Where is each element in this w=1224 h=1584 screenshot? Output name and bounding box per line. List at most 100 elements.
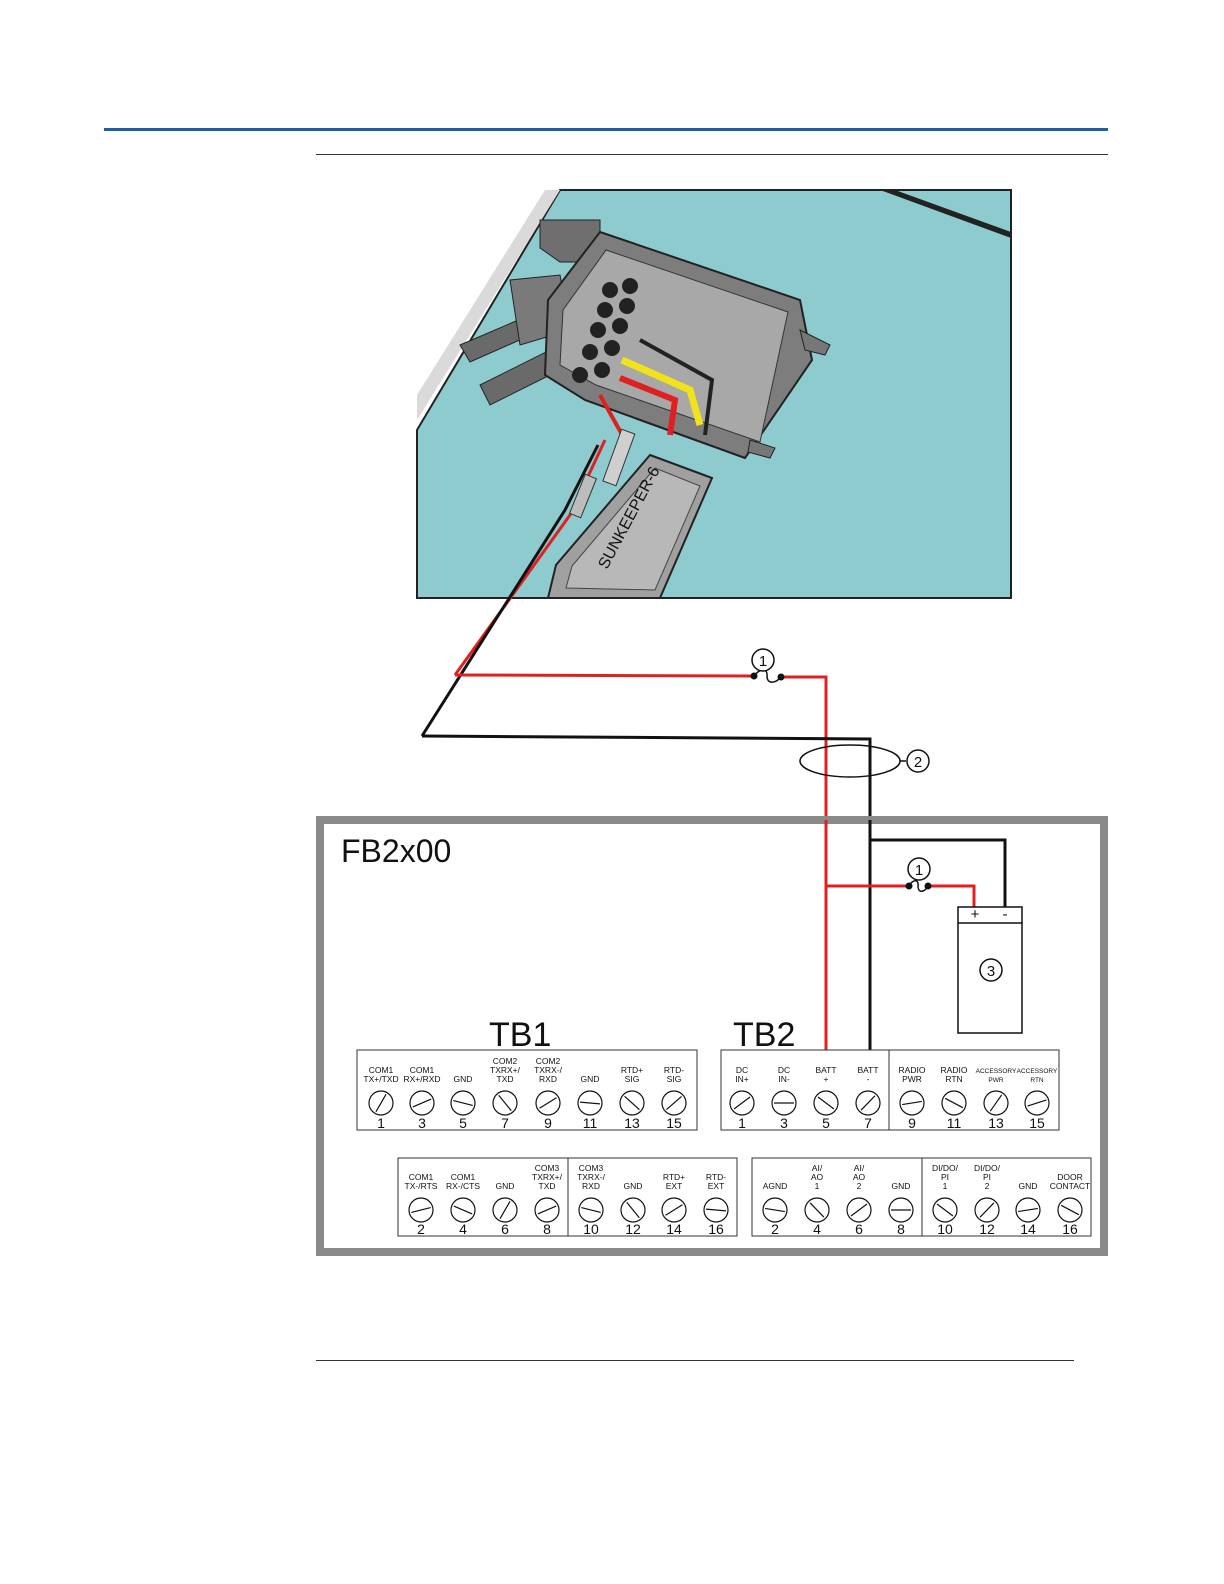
terminal-screw-slot xyxy=(902,1100,922,1106)
terminal-label-line: PWR xyxy=(902,1074,922,1084)
terminal-screw-slot xyxy=(666,1095,682,1111)
terminal-label-line: COM3 xyxy=(579,1163,604,1173)
terminal-label-line: PI xyxy=(983,1172,991,1182)
terminal-label-line: DOOR xyxy=(1057,1172,1083,1182)
terminal-blocks: COM1TX+/TXD1COM1RX+/RXD3GND5COM2TXRX+/TX… xyxy=(363,1056,1090,1237)
terminal-screw-slot xyxy=(411,1206,431,1214)
terminal-number: 2 xyxy=(771,1221,779,1237)
terminal-label-line: 1 xyxy=(815,1181,820,1191)
terminal-number: 10 xyxy=(583,1221,599,1237)
terminal-label-line: RXD xyxy=(582,1181,600,1191)
terminal-screw-slot xyxy=(499,1201,511,1219)
terminal-label-line: IN- xyxy=(778,1074,790,1084)
terminal-number: 9 xyxy=(908,1115,916,1131)
tb1-title: TB1 xyxy=(489,1016,551,1054)
fb2x00-enclosure: FB2x00 xyxy=(316,816,1108,1256)
terminal-number: 13 xyxy=(624,1115,640,1131)
terminal-label-line: BATT xyxy=(857,1065,878,1075)
terminal-label-line: CONTACT xyxy=(1050,1181,1090,1191)
terminal-label-line: PWR xyxy=(988,1077,1003,1084)
terminal-label-line: RTN xyxy=(945,1074,962,1084)
terminal-screw-slot xyxy=(665,1204,683,1216)
battery: + - 3 xyxy=(957,906,1023,1034)
terminal-label-line: DI/DO/ xyxy=(932,1163,959,1173)
tb2-title: TB2 xyxy=(733,1016,795,1054)
terminal-label-line: DC xyxy=(736,1065,748,1075)
terminal-number: 9 xyxy=(544,1115,552,1131)
terminal-block-array xyxy=(572,278,638,383)
terminal-label-line: TXD xyxy=(539,1181,556,1191)
terminal-tb2-upper-13: ACCESSORY PWR 13 xyxy=(976,1068,1017,1131)
terminal-screw-slot xyxy=(626,1201,640,1219)
fuse-top: 1 xyxy=(750,648,785,683)
terminal-number: 13 xyxy=(988,1115,1004,1131)
terminal-number: 15 xyxy=(1029,1115,1045,1131)
terminal-screw-slot xyxy=(817,1096,835,1110)
terminal-label-line: 2 xyxy=(985,1181,990,1191)
terminal-label-line: ACCESSORY xyxy=(976,1068,1017,1075)
terminal-label-line: TXD xyxy=(497,1074,514,1084)
footer-rule xyxy=(316,1360,1074,1361)
terminal-screw-slot xyxy=(936,1203,954,1217)
terminal-number: 12 xyxy=(625,1221,641,1237)
terminal-number: 10 xyxy=(937,1221,953,1237)
terminal-label-line: RXD xyxy=(539,1074,557,1084)
terminal-label-line: RADIO xyxy=(899,1065,926,1075)
terminal-label-line: TX+/TXD xyxy=(363,1074,398,1084)
terminal-screw-slot xyxy=(979,1202,995,1218)
terminal-label-line: GND xyxy=(892,1181,911,1191)
terminal-screw-slot xyxy=(412,1098,432,1108)
terminal-label-line: TXRX-/ xyxy=(577,1172,606,1182)
terminal-label-line: EXT xyxy=(666,1181,683,1191)
terminal-label-line: RX-/CTS xyxy=(446,1181,480,1191)
terminal-label-line: RTD- xyxy=(706,1172,726,1182)
solar-panel-illustration: SUNKEEPER-6 xyxy=(416,189,1012,737)
terminal-screw-slot xyxy=(375,1094,387,1112)
terminal-screw-slot xyxy=(765,1207,785,1213)
terminal-label-line: RADIO xyxy=(941,1065,968,1075)
terminal-label-line: GND xyxy=(624,1181,643,1191)
terminal-label-line: GND xyxy=(1019,1181,1038,1191)
terminal-screw-slot xyxy=(581,1206,601,1214)
terminal-screw-slot xyxy=(944,1097,964,1109)
terminal-tb2-upper-5: BATT+5 xyxy=(813,1065,839,1131)
terminal-label-line: COM1 xyxy=(409,1172,434,1182)
terminal-label-line: - xyxy=(867,1074,870,1084)
header-subrule xyxy=(316,154,1108,155)
callout-cable: 2 xyxy=(914,754,922,771)
terminal-number: 16 xyxy=(1062,1221,1078,1237)
terminal-label-line: EXT xyxy=(708,1181,725,1191)
terminal-label-line: ACCESSORY xyxy=(1017,1068,1058,1075)
terminal-label-line: GND xyxy=(496,1181,515,1191)
terminal-screw-slot xyxy=(453,1099,473,1107)
terminal-label-line: DI/DO/ xyxy=(974,1163,1001,1173)
terminal-screw-slot xyxy=(860,1095,876,1111)
terminal-number: 6 xyxy=(501,1221,509,1237)
terminal-label-line: GND xyxy=(454,1074,473,1084)
terminal-screw-slot xyxy=(539,1097,557,1109)
terminal-number: 8 xyxy=(543,1221,551,1237)
terminal-screw-slot xyxy=(733,1096,751,1110)
terminal-screw-slot xyxy=(809,1202,825,1218)
terminal-frames xyxy=(356,1049,1092,1237)
terminal-number: 3 xyxy=(780,1115,788,1131)
terminal-screw-slot xyxy=(850,1203,868,1217)
terminal-number: 11 xyxy=(947,1115,962,1131)
terminal-label-line: SIG xyxy=(667,1074,682,1084)
cable-bundle-marker: 2 xyxy=(799,744,930,778)
terminal-label-line: COM1 xyxy=(410,1065,435,1075)
terminal-screw-slot xyxy=(537,1205,557,1215)
